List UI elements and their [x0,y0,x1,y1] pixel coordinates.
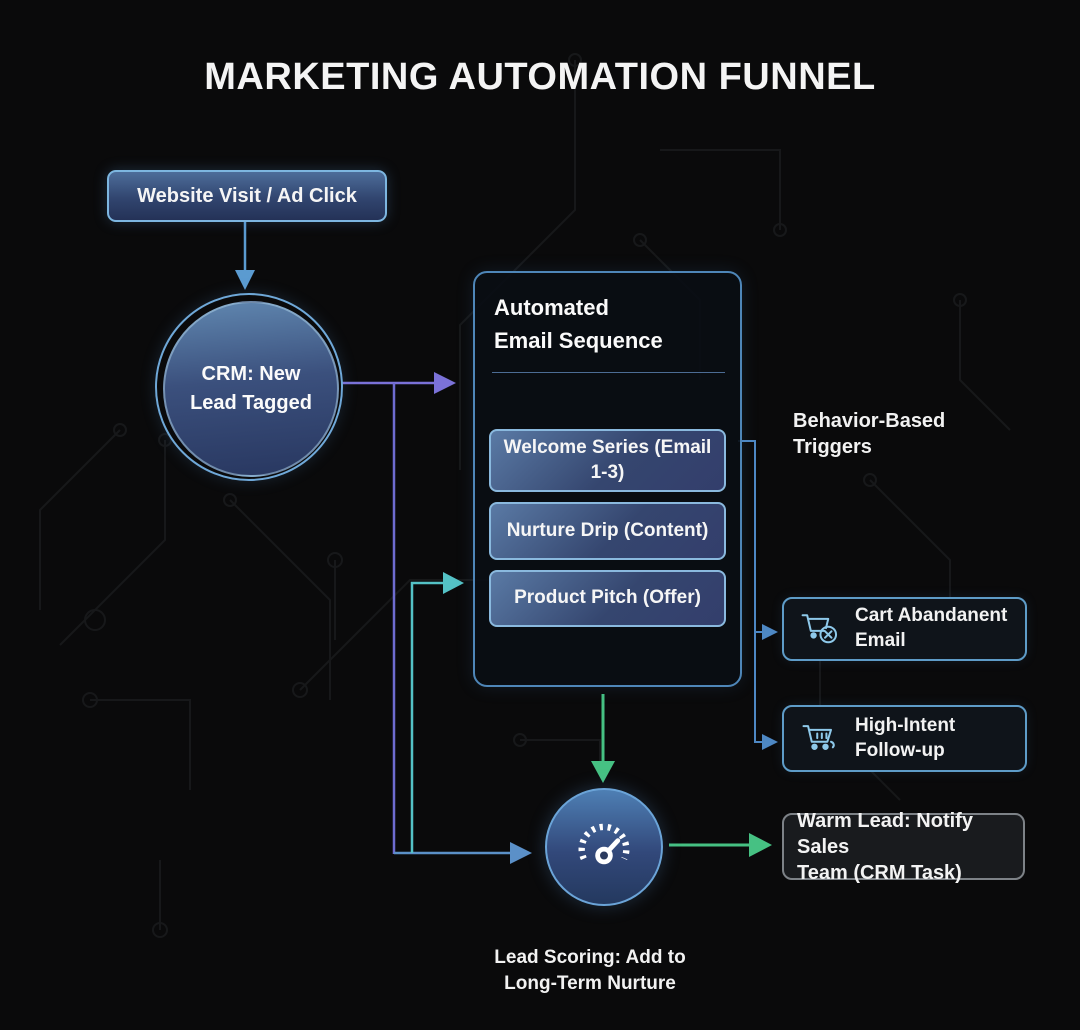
email-sequence-divider [492,372,725,373]
behavior-triggers-label: Behavior-Based Triggers [793,410,946,458]
arrow-nurture-loop [410,572,464,853]
node-crm-label: CRM: New Lead Tagged [190,363,312,414]
step-product-pitch: Product Pitch (Offer) [489,570,726,627]
node-website-visit: Website Visit / Ad Click [107,170,387,222]
node-website-visit-label: Website Visit / Ad Click [137,184,357,207]
cart-remove-icon [801,614,838,644]
node-lead-scoring-gauge [545,788,663,906]
step-welcome-series: Welcome Series (Email 1-3) [489,429,726,492]
cart-abandonment-label: Cart Abandanent Email [855,605,1008,651]
arrow-crm-to-sequence [341,372,456,394]
cart-full-icon [802,724,835,750]
high-intent-label: High-Intent Follow-up [855,714,956,761]
node-cart-abandonment: Cart Abandanent Email [782,597,1027,661]
page-title: MARKETING AUTOMATION FUNNEL [204,56,876,98]
step-nurture-drip: Nurture Drip (Content) [489,502,726,560]
node-crm-lead-tagged: CRM: New Lead Tagged [155,293,343,481]
node-warm-lead: Warm Lead: Notify Sales Team (CRM Task) [782,810,1025,884]
arrow-branch-to-gauge [394,842,532,864]
crm-circle-fill: CRM: New Lead Tagged [163,301,339,477]
warm-lead-label: Warm Lead: Notify Sales Team (CRM Task) [797,809,973,884]
step-welcome-series-label: Welcome Series (Email 1-3) [503,436,712,483]
step-product-pitch-label: Product Pitch (Offer) [514,587,701,609]
arrow-start-to-crm [235,222,255,290]
step-nurture-drip-label: Nurture Drip (Content) [506,519,709,541]
arrow-gauge-to-warmlead [669,833,772,857]
email-sequence-title: Automated Email Sequence [494,295,663,353]
node-email-sequence: Automated Email Sequence Welcome Series … [473,271,742,687]
lead-scoring-label: Lead Scoring: Add to Long-Term Nurture [494,947,686,994]
connector-behavior-triggers [738,440,778,750]
node-high-intent: High-Intent Follow-up [782,705,1027,772]
arrow-sequence-to-gauge [591,694,615,783]
gauge-icon [578,823,630,865]
